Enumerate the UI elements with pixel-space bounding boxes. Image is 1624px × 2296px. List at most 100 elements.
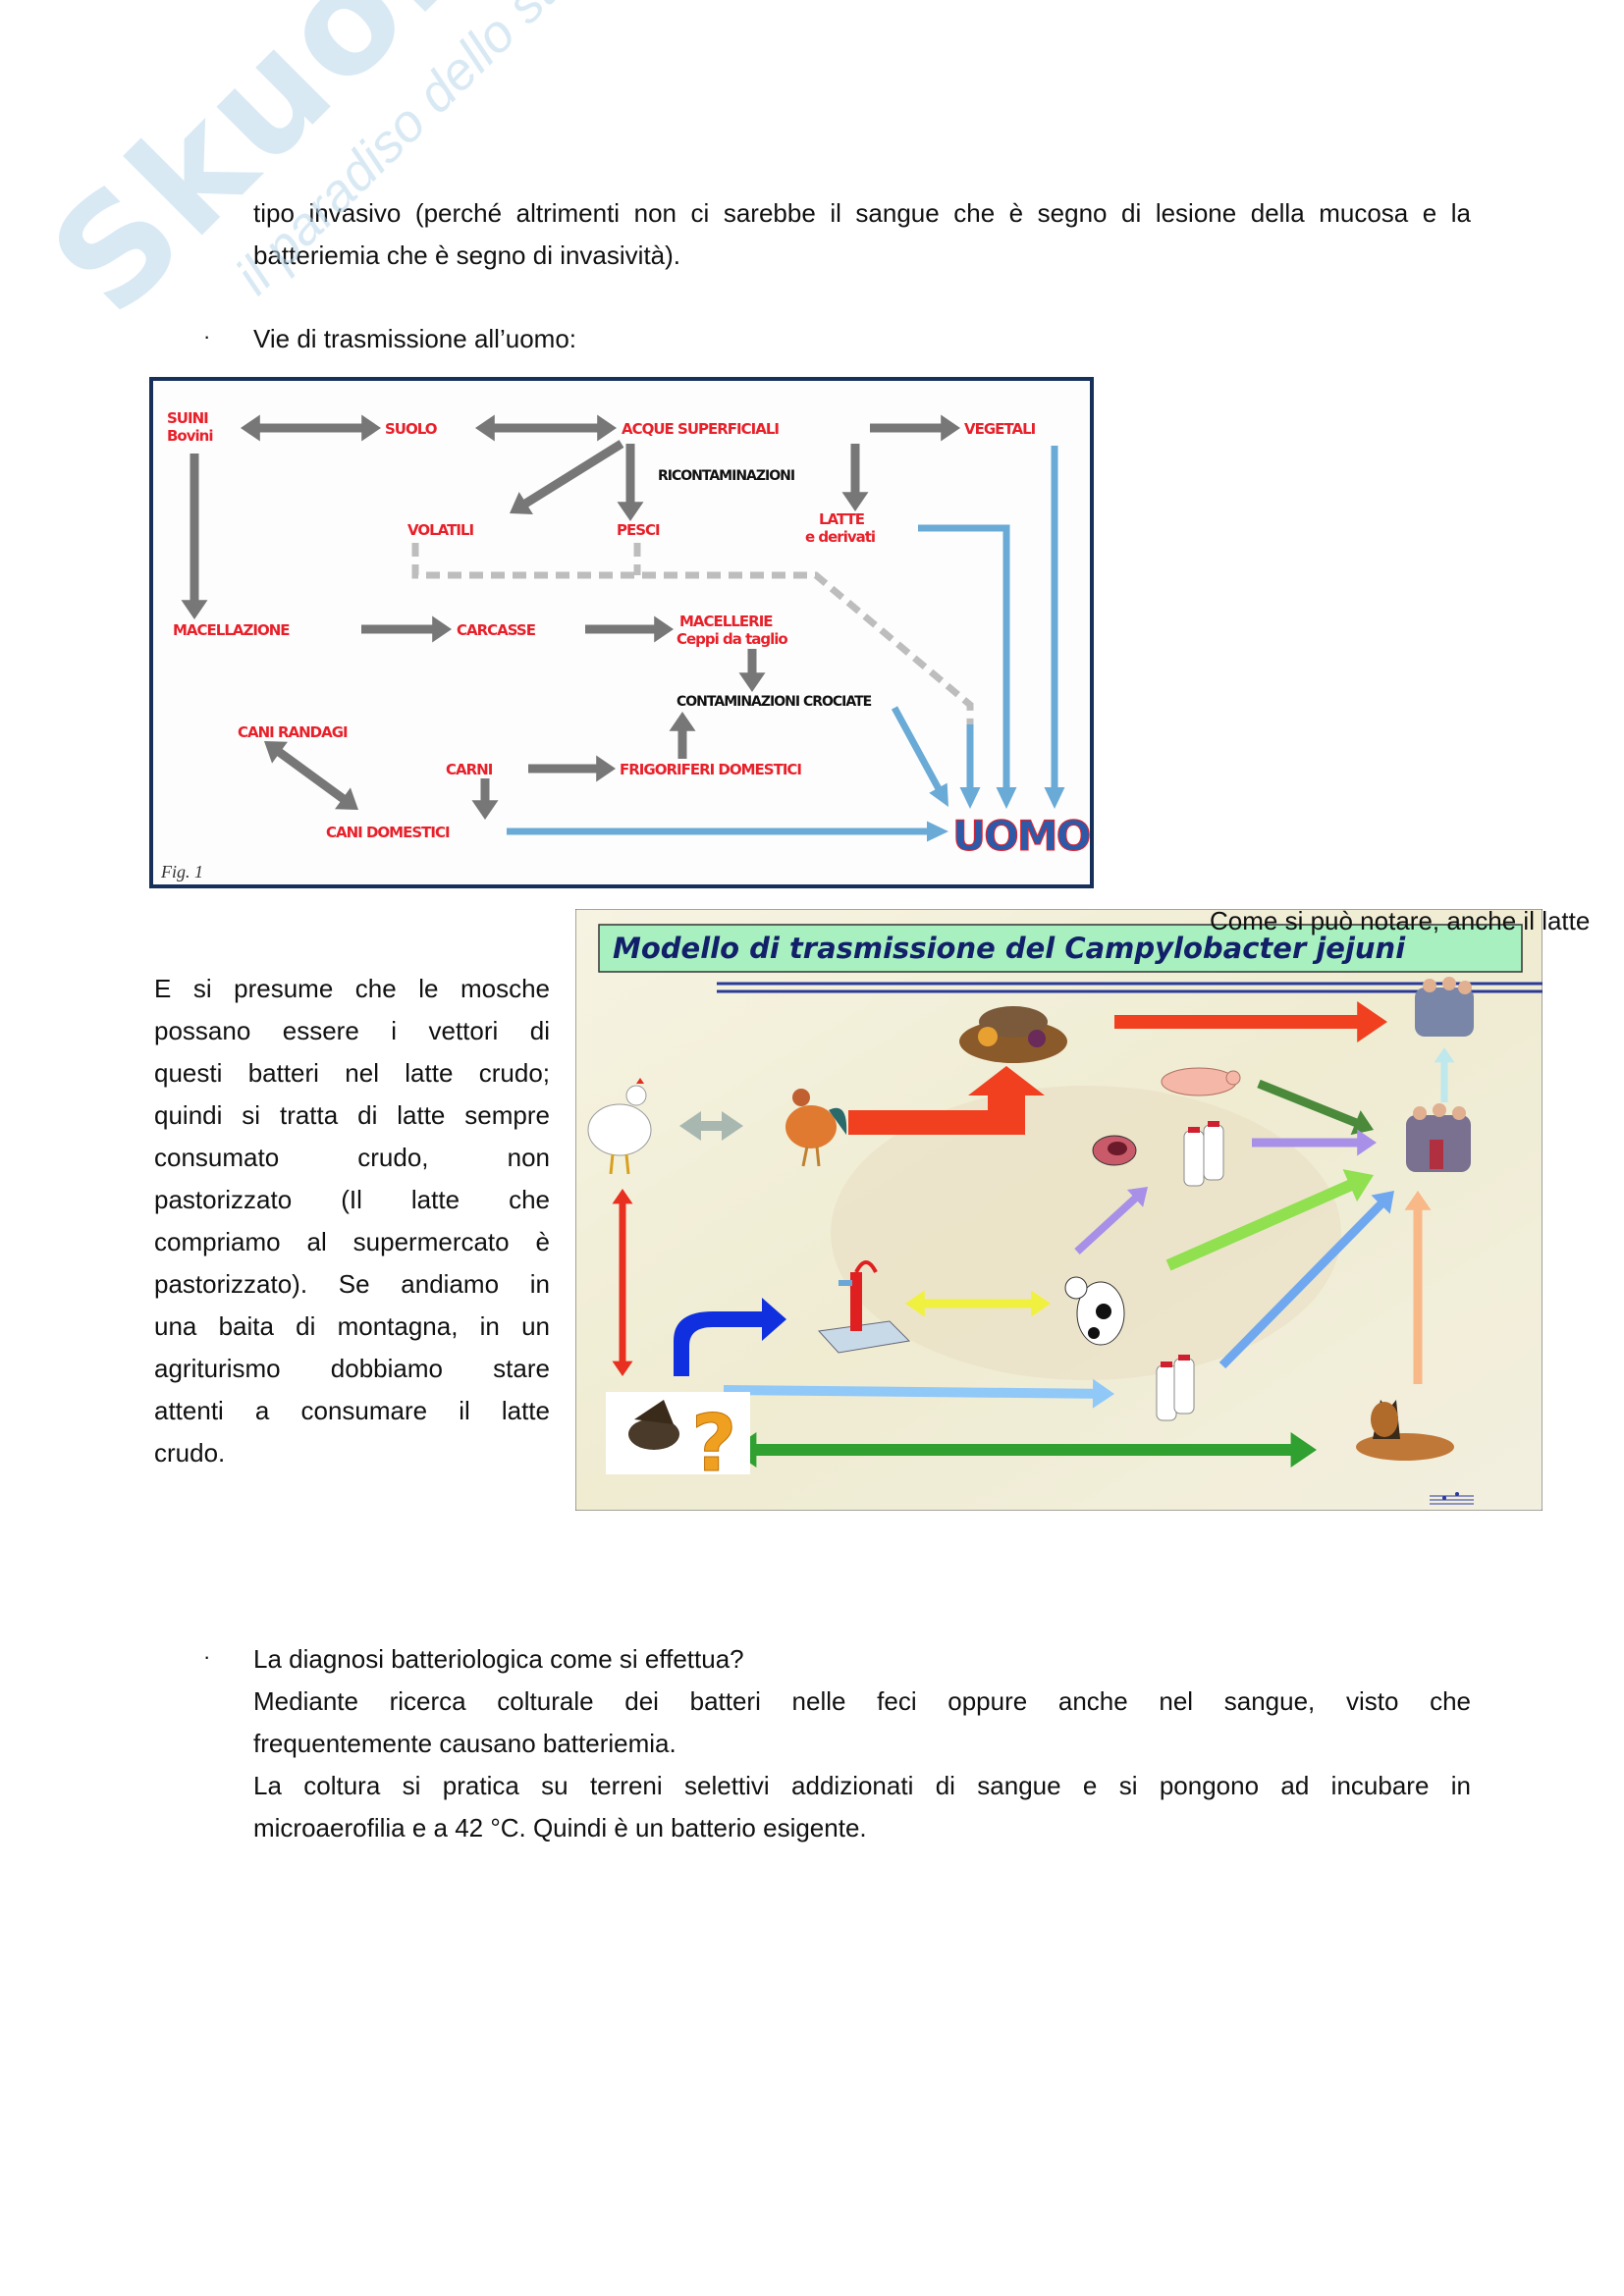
watermark-brand: Skuola.net	[20, 0, 798, 347]
people-group-middle-illustration	[1406, 1103, 1471, 1172]
figure-caption: Fig. 1	[160, 862, 203, 881]
milk-bottles-bottom-illustration	[1156, 1355, 1195, 1421]
left-column-line: possano essere i vettori di	[154, 1016, 550, 1045]
label-ricontaminazioni: RICONTAMINAZIONI	[658, 468, 794, 484]
gray-flow-arrow	[361, 615, 452, 643]
blue-path-line	[918, 524, 1010, 779]
white-hen-illustration	[587, 1078, 652, 1175]
gray-flow-arrow	[870, 414, 960, 442]
label-cani-domestici: CANI DOMESTICI	[326, 824, 450, 841]
colored-flow-arrow	[1434, 1047, 1455, 1102]
left-column-line: questi batteri nel latte crudo;	[154, 1058, 550, 1088]
label-pesci: PESCI	[617, 521, 660, 539]
colored-flow-arrow	[612, 1189, 633, 1376]
blue-flow-arrow	[507, 821, 948, 842]
label-carcasse: CARCASSE	[457, 621, 536, 639]
gray-flow-arrow	[471, 778, 499, 820]
side-note-text: Come si può notare, anche il latte	[1210, 906, 1591, 935]
label-bovini: Bovini	[167, 427, 212, 445]
left-column-line: consumato crudo, non	[154, 1143, 550, 1172]
colored-flow-arrow	[731, 1432, 1317, 1468]
gray-flow-arrow	[528, 755, 616, 782]
red-bent-arrow	[848, 1066, 1045, 1135]
label-latte: LATTE	[819, 510, 865, 528]
blue-flow-arrow	[959, 724, 981, 809]
model-title: Modello di trasmissione del Campylobacte…	[613, 932, 1406, 965]
label-derivati: e derivati	[805, 528, 875, 546]
left-column-line: pastorizzato). Se andiamo in	[154, 1269, 550, 1299]
colored-flow-arrow	[1218, 1191, 1394, 1369]
transmission-routes-diagram: SUINI Bovini SUOLO ACQUE SUPERFICIALI VE…	[149, 377, 1094, 888]
label-cani-randagi: CANI RANDAGI	[238, 723, 348, 741]
colored-flow-arrow	[723, 1378, 1114, 1409]
diagnosis-line-3: La coltura si pratica su terreni seletti…	[253, 1771, 1471, 1800]
question-mark: ?	[691, 1398, 736, 1489]
left-column-line: E si presume che le mosche	[154, 974, 550, 1003]
water-pump-illustration	[817, 1260, 911, 1354]
title-box	[598, 924, 1523, 973]
colored-flow-arrow	[1165, 1169, 1374, 1271]
label-ceppi-da-taglio: Ceppi da taglio	[677, 630, 787, 648]
blue-flow-arrow	[891, 706, 948, 807]
dashed-recontamination-line	[411, 543, 974, 724]
gray-flow-arrow	[669, 712, 696, 759]
food-basket-illustration	[959, 1006, 1067, 1063]
colored-flow-arrow	[1252, 1129, 1377, 1156]
colored-flow-arrow	[1074, 1187, 1148, 1255]
milk-bottles-illustration	[1183, 1121, 1224, 1187]
left-column-line: una baita di montagna, in un	[154, 1311, 550, 1341]
gray-flow-arrow	[264, 741, 358, 810]
colored-flow-arrow	[1114, 1001, 1387, 1042]
intro-line-1: tipo invasivo (perché altrimenti non ci …	[253, 198, 1471, 228]
diagnosis-line-2: frequentemente causano batteriemia.	[253, 1729, 677, 1758]
dog-illustration	[1356, 1400, 1454, 1461]
people-group-top-illustration	[1415, 977, 1474, 1037]
left-column-line: crudo.	[154, 1438, 226, 1468]
label-macellerie: MACELLERIE	[679, 613, 773, 630]
gray-flow-arrow	[841, 444, 869, 511]
gray-flow-arrow	[738, 649, 766, 692]
left-column-line: agriturismo dobbiamo stare	[154, 1354, 550, 1383]
label-volatili: VOLATILI	[407, 521, 473, 539]
meat-illustration	[1092, 1135, 1137, 1166]
left-column-line: pastorizzato (Il latte che	[154, 1185, 550, 1214]
intro-line-2: batteriemia che è segno di invasività).	[253, 240, 681, 270]
bullet-marker: ·	[203, 1644, 211, 1669]
label-vegetali: VEGETALI	[964, 420, 1036, 438]
pig-illustration	[1161, 1067, 1241, 1096]
label-macellazione: MACELLAZIONE	[173, 621, 290, 639]
rooster-illustration	[785, 1089, 847, 1167]
diagnosis-line-4: microaerofilia e a 42 °C. Quindi è un ba…	[253, 1813, 867, 1842]
label-suini: SUINI	[167, 409, 208, 427]
gray-flow-arrow	[585, 615, 674, 643]
blue-curved-arrow	[674, 1298, 786, 1376]
colored-flow-arrow	[1404, 1191, 1432, 1384]
bullet-marker: ·	[203, 324, 211, 348]
campylobacter-transmission-model: Modello di trasmissione del Campylobacte…	[575, 909, 1543, 1511]
colored-flow-arrow	[905, 1290, 1051, 1317]
diagnosis-line-1: Mediante ricerca colturale dei batteri n…	[253, 1686, 1471, 1716]
gray-flow-arrow	[510, 440, 624, 514]
music-logo-icon	[1430, 1492, 1474, 1505]
label-carni: CARNI	[446, 761, 493, 778]
blue-flow-arrow	[1044, 446, 1065, 809]
label-uomo: UOMO	[952, 812, 1090, 860]
left-column-line: attenti a consumare il latte	[154, 1396, 550, 1425]
label-acque-superficiali: ACQUE SUPERFICIALI	[622, 420, 779, 438]
cow-illustration	[1064, 1276, 1125, 1346]
colored-flow-arrow	[1257, 1079, 1374, 1136]
bird-illustration	[628, 1400, 679, 1450]
gray-flow-arrow	[241, 414, 381, 442]
label-frigoriferi-domestici: FRIGORIFERI DOMESTICI	[620, 761, 801, 778]
left-column-line: quindi si tratta di latte sempre	[154, 1100, 550, 1130]
bullet-diagnosis-heading: La diagnosi batteriologica come si effet…	[253, 1644, 744, 1674]
gray-flow-arrow	[617, 444, 644, 521]
left-column-line: compriamo al supermercato è	[154, 1227, 550, 1256]
label-suolo: SUOLO	[385, 420, 437, 438]
label-contaminazioni-crociate: CONTAMINAZIONI CROCIATE	[677, 694, 872, 710]
blue-flow-arrow	[996, 770, 1017, 809]
bullet-transmission-heading: Vie di trasmissione all’uomo:	[253, 324, 576, 353]
gray-flow-arrow	[475, 414, 617, 442]
colored-flow-arrow	[679, 1111, 743, 1141]
gray-flow-arrow	[181, 454, 208, 619]
